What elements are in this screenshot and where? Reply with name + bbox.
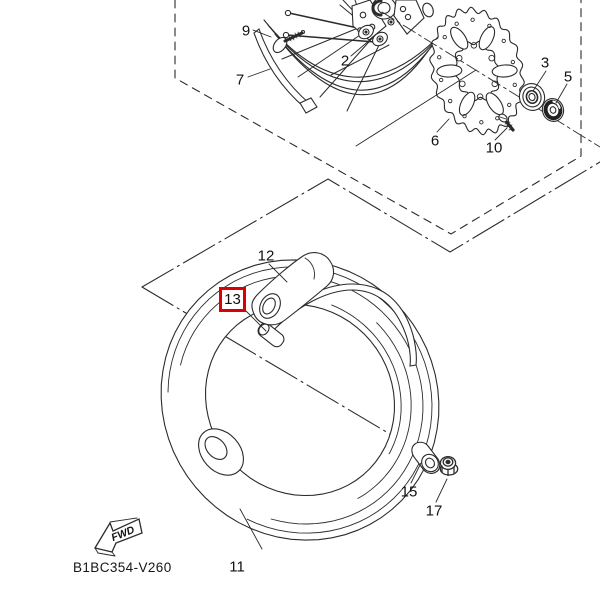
disc-drill-hole <box>462 113 467 119</box>
disc-bolt-hole <box>476 93 484 100</box>
callout-12[interactable]: 12 <box>257 247 275 265</box>
callout-11[interactable]: 11 <box>229 558 245 576</box>
part-disc-bolt-10 <box>498 113 515 132</box>
callout-13[interactable]: 13 <box>224 291 241 308</box>
disc-slot <box>458 91 476 116</box>
part-oil-seal-5 <box>541 98 565 122</box>
drawing-code: B1BC354-V260 <box>73 560 172 575</box>
part-collar-15 <box>411 441 441 474</box>
disc-drill-hole <box>512 82 517 88</box>
disc-drill-hole <box>470 17 475 22</box>
disc-bolt-hole <box>459 80 466 88</box>
axle-axis-line <box>381 11 600 148</box>
part-tire-11 <box>160 259 440 541</box>
part-hub <box>351 0 434 47</box>
part-spoke-nipple-9 <box>272 29 306 54</box>
disc-drill-hole <box>487 23 492 28</box>
disc-bolt-hole <box>470 42 478 49</box>
disc-bolt-hole <box>488 54 495 62</box>
disc-drill-hole <box>479 120 484 125</box>
callout-7[interactable]: 7 <box>235 71 245 89</box>
fwd-arrow: FWD <box>93 517 143 557</box>
disc-drill-hole <box>439 77 444 83</box>
disc-slot <box>450 26 469 50</box>
disc-slot <box>478 26 496 51</box>
part-bearing-3 <box>518 83 546 111</box>
disc-slot <box>491 64 518 78</box>
part-flange-nut-17 <box>439 455 459 477</box>
callout-17[interactable]: 17 <box>425 502 443 520</box>
disc-cross-line <box>355 69 477 147</box>
callout-2[interactable]: 2 <box>340 52 350 70</box>
part-rim-band-7 <box>253 28 318 114</box>
disc-drill-hole <box>510 59 516 65</box>
fwd-label: FWD <box>110 524 137 544</box>
callout-leader-lines <box>239 29 568 550</box>
group1-plane-border <box>174 0 582 235</box>
highlight-box: 13 <box>219 287 246 312</box>
disc-drill-hole <box>501 38 506 44</box>
disc-drill-hole <box>442 35 447 40</box>
callout-15[interactable]: 15 <box>400 483 418 501</box>
group2-plane-border-top <box>141 161 600 288</box>
disc-drill-hole <box>454 21 459 26</box>
disc-drill-hole <box>437 55 442 60</box>
callout-9[interactable]: 9 <box>241 22 251 40</box>
callout-5[interactable]: 5 <box>563 68 573 86</box>
callout-3[interactable]: 3 <box>540 54 550 72</box>
part-tube-12 <box>251 252 335 326</box>
disc-slot <box>436 64 463 78</box>
part-wheel-rim-7 <box>263 19 444 96</box>
callout-10[interactable]: 10 <box>485 139 503 157</box>
callout-6[interactable]: 6 <box>430 132 440 150</box>
disc-drill-hole <box>507 102 512 108</box>
disc-drill-hole <box>448 98 453 104</box>
